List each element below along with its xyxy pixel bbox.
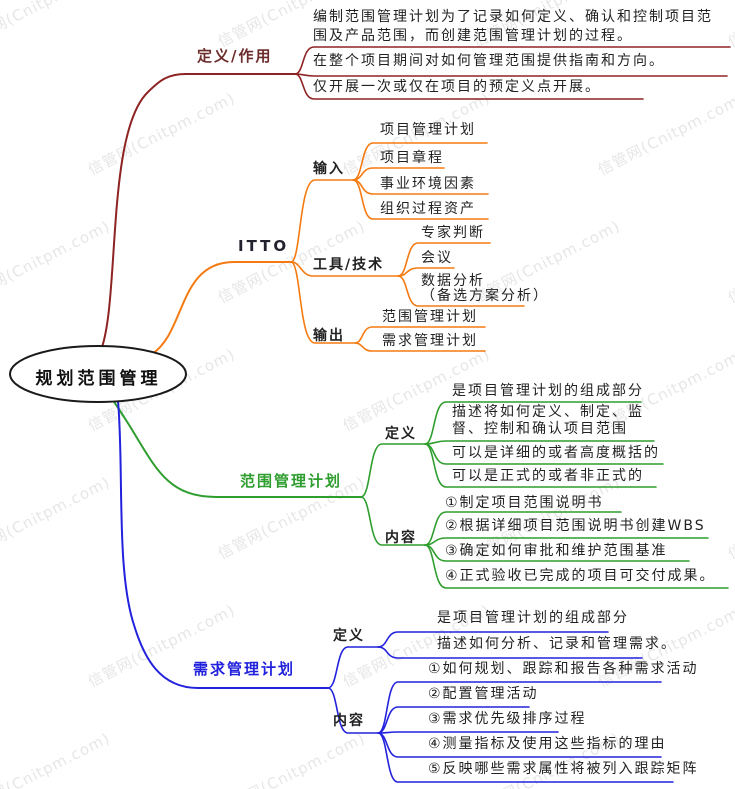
definition-item[interactable]: 编制范围管理计划为了记录如何定义、确认和控制项目范 围及产品范围，而创建范围管理… [313,9,713,44]
scope-definition-item[interactable]: 可以是正式的或者非正式的 [452,468,644,484]
tool-item[interactable]: 数据分析 （备选方案分析） [421,273,549,304]
input-item[interactable]: 事业环境因素 [380,176,476,192]
req-content-item[interactable]: ②配置管理活动 [428,686,539,702]
group-label-outputs[interactable]: 输出 [313,328,345,344]
root-node-ellipse [9,345,187,403]
input-item[interactable]: 项目章程 [380,150,444,166]
input-item[interactable]: 项目管理计划 [380,122,476,138]
definition-item[interactable]: 在整个项目期间对如何管理范围提供指南和方向。 [313,53,665,69]
scope-content-item[interactable]: ③确定如何审批和维护范围基准 [445,543,668,559]
group-label-tools[interactable]: 工具/技术 [313,257,385,273]
scope-content-item[interactable]: ②根据详细项目范围说明书创建WBS [445,518,706,534]
input-item[interactable]: 组织过程资产 [380,201,476,217]
root-node[interactable]: 规划范围管理 [35,369,162,389]
definition-item[interactable]: 仅开展一次或仅在项目的预定义点开展。 [313,79,601,95]
scope-definition-item[interactable]: 描述将如何定义、制定、监 督、控制和确认项目范围 [452,404,644,437]
scope-definition-item[interactable]: 可以是详细的或者高度概括的 [452,445,660,461]
branch-label-req-plan[interactable]: 需求管理计划 [193,660,296,678]
output-item[interactable]: 范围管理计划 [382,309,478,325]
group-label-inputs[interactable]: 输入 [313,161,345,177]
req-definition-item[interactable]: 描述如何分析、记录和管理需求。 [437,636,677,652]
group-label-req-content[interactable]: 内容 [333,713,365,729]
scope-definition-item[interactable]: 是项目管理计划的组成部分 [452,383,644,399]
group-label-req-definition[interactable]: 定义 [333,628,365,644]
tool-item[interactable]: 专家判断 [421,225,485,241]
group-label-scope-content[interactable]: 内容 [385,530,417,546]
req-content-item[interactable]: ③需求优先级排序过程 [428,711,587,727]
group-label-scope-definition[interactable]: 定义 [385,426,417,442]
req-content-item[interactable]: ④测量指标及使用这些指标的理由 [428,736,667,752]
output-item[interactable]: 需求管理计划 [382,333,478,349]
scope-content-item[interactable]: ①制定项目范围说明书 [445,495,604,511]
branch-label-itto[interactable]: ITTO [238,237,290,255]
branch-label-scope-plan[interactable]: 范围管理计划 [240,472,343,490]
scope-content-item[interactable]: ④正式验收已完成的项目可交付成果。 [445,568,716,584]
req-content-item[interactable]: ①如何规划、跟踪和报告各种需求活动 [428,661,699,677]
branch-label-definition[interactable]: 定义/作用 [197,47,273,65]
tool-item[interactable]: 会议 [421,250,453,266]
req-content-item[interactable]: ⑤反映哪些需求属性将被列入跟踪矩阵 [428,761,699,777]
req-definition-item[interactable]: 是项目管理计划的组成部分 [437,610,629,626]
